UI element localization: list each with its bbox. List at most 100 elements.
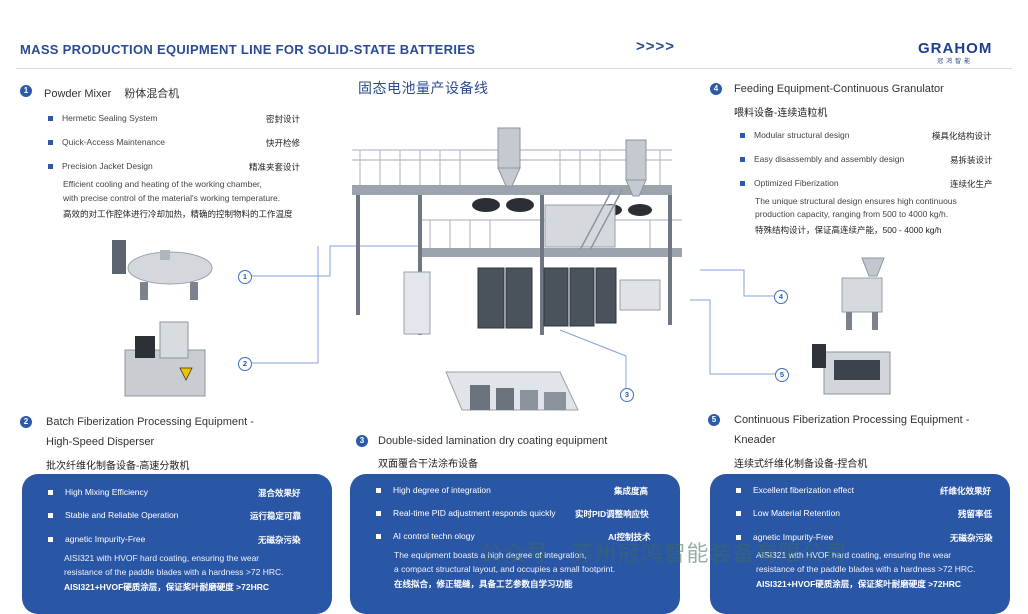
kneader-title-line1: Continuous Fiberization Processing Equip…	[734, 414, 970, 426]
kneader-icon	[812, 344, 891, 395]
feature-zh: 无磁杂污染	[950, 533, 993, 543]
feature-zh: 易拆装设计	[950, 155, 993, 165]
dry-coating-equipment-icon	[445, 371, 579, 411]
granulator-title: Feeding Equipment-Continuous Granulator	[734, 83, 944, 95]
logo-subtext: 冠鸿智能	[937, 59, 974, 65]
bullet-icon	[740, 181, 745, 187]
bullet-icon	[48, 490, 53, 496]
continuous-granulator-icon	[841, 257, 885, 330]
chevron-arrows-icon: >>>>	[636, 38, 676, 55]
disperser-title-line1: Batch Fiberization Processing Equipment …	[46, 416, 254, 428]
production-line-icon	[352, 127, 682, 335]
feature-zh: AI控制技术	[608, 532, 651, 542]
feature-item: Hermetic Sealing System	[48, 113, 157, 123]
brand-logo: GRAHOM 冠鸿智能	[918, 40, 992, 65]
bullet-icon	[48, 537, 53, 543]
feature-zh: 集成度高	[614, 486, 649, 496]
section-number-4: 4	[710, 83, 722, 95]
disperser-features-panel: High Mixing Efficiency 混合效果好 Stable and …	[22, 474, 332, 614]
feature-zh: 混合效果好	[258, 488, 301, 498]
bullet-icon	[736, 511, 741, 517]
coating-title: Double-sided lamination dry coating equi…	[378, 435, 608, 447]
feature-zh: 连续化生产	[950, 179, 993, 189]
bullet-icon	[48, 513, 53, 519]
description: a compact structural layout, and occupie…	[394, 564, 616, 574]
description: Efficient cooling and heating of the wor…	[63, 179, 262, 189]
description: The unique structural design ensures hig…	[755, 196, 957, 206]
bullet-icon	[740, 133, 745, 139]
description: AISI321 with HVOF hard coating, ensuring…	[64, 553, 260, 563]
section-number-5: 5	[708, 414, 720, 426]
center-title: 固态电池量产设备线	[358, 80, 489, 96]
equipment-illustration	[112, 127, 891, 411]
section-number-2: 2	[20, 416, 32, 428]
bullet-icon	[48, 164, 53, 170]
feature-zh: 无磁杂污染	[258, 535, 301, 545]
description-zh: AISI321+HVOF硬质涂层，保证桨叶耐磨硬度 >72HRC	[64, 582, 269, 592]
callout-marker-4[interactable]: 4	[774, 290, 788, 304]
feature-item: agnetic Impurity-Free	[48, 534, 145, 544]
bullet-icon	[48, 140, 53, 146]
description: with precise control of the material's w…	[63, 193, 281, 203]
description-zh: 高效的对工作腔体进行冷却加热，精确的控制物料的工作温度	[63, 209, 293, 219]
description: production capacity, ranging from 500 to…	[755, 209, 949, 219]
watermark-text: 公众号 · 苏州冠鸿智能装备有限公司	[480, 541, 848, 566]
powder-mixer-title: Powder Mixer 粉体混合机	[44, 85, 179, 101]
page-title: MASS PRODUCTION EQUIPMENT LINE FOR SOLID…	[20, 42, 476, 57]
kneader-features-panel: Excellent fiberization effect 纤维化效果好 Low…	[710, 474, 1010, 614]
feature-zh: 残留率低	[958, 509, 993, 519]
description-zh: 特殊结构设计，保证高连续产能，500 - 4000 kg/h	[755, 225, 942, 235]
description: resistance of the paddle blades with a h…	[756, 564, 976, 574]
bullet-icon	[376, 511, 381, 517]
feature-item: High Mixing Efficiency	[48, 487, 148, 497]
feature-zh: 纤维化效果好	[940, 486, 992, 496]
bullet-icon	[740, 157, 745, 163]
kneader-title-line2: Kneader	[734, 434, 776, 446]
connector-lines	[251, 245, 781, 393]
description: resistance of the paddle blades with a h…	[64, 567, 284, 577]
feature-item: Precision Jacket Design	[48, 161, 153, 171]
high-speed-disperser-icon	[124, 321, 206, 397]
bullet-icon	[736, 535, 741, 541]
bullet-icon	[376, 488, 381, 494]
feature-item: agnetic Impurity-Free	[736, 532, 833, 542]
description: The equipment boasts a high degree of in…	[394, 550, 587, 560]
disperser-title-line2: High-Speed Disperser	[46, 436, 155, 448]
feature-item: Excellent fiberization effect	[736, 485, 854, 495]
coating-features-panel: High degree of integration 集成度高 Real-tim…	[350, 474, 680, 614]
feature-item: High degree of integration	[376, 485, 491, 495]
feature-zh: 密封设计	[266, 114, 301, 124]
feature-zh: 模具化结构设计	[932, 131, 992, 141]
bullet-icon	[376, 534, 381, 540]
disperser-title-zh: 批次纤维化制备设备-高速分散机	[46, 461, 190, 472]
feature-zh: 运行稳定可靠	[250, 511, 302, 521]
feature-item: Low Material Retention	[736, 508, 840, 518]
title-en: Powder Mixer	[44, 88, 112, 100]
description: AISI321 with HVOF hard coating, ensuring…	[756, 550, 952, 560]
header-divider	[16, 68, 1012, 69]
feature-zh: 精准夹套设计	[249, 162, 301, 172]
section-number-1: 1	[20, 85, 32, 97]
powder-mixer-icon	[112, 240, 213, 300]
feature-item: Real-time PID adjustment responds quickl…	[376, 508, 556, 518]
callout-marker-5[interactable]: 5	[775, 368, 789, 382]
feature-item: Modular structural design	[740, 130, 849, 140]
section-number-3: 3	[356, 435, 368, 447]
bullet-icon	[48, 116, 53, 122]
feature-zh: 快开检修	[266, 138, 301, 148]
granulator-title-zh: 喂料设备-连续造粒机	[734, 108, 828, 119]
callout-marker-3[interactable]: 3	[620, 388, 634, 402]
feature-item: Stable and Reliable Operation	[48, 510, 178, 520]
feature-item: Easy disassembly and assembly design	[740, 154, 904, 164]
feature-zh: 实时PID调整响应快	[575, 509, 649, 519]
coating-title-zh: 双面覆合干法涂布设备	[378, 459, 478, 470]
bullet-icon	[736, 488, 741, 494]
feature-item: Optimized Fiberization	[740, 178, 839, 188]
feature-item: AI control techn ology	[376, 531, 475, 541]
logo-text: GRAHOM	[918, 40, 993, 57]
kneader-title-zh: 连续式纤维化制备设备-捏合机	[734, 459, 868, 470]
feature-item: Quick-Access Maintenance	[48, 137, 165, 147]
callout-marker-2[interactable]: 2	[238, 357, 252, 371]
description-zh: AISI321+HVOF硬质涂层，保证桨叶耐磨硬度 >72HRC	[756, 579, 961, 589]
callout-marker-1[interactable]: 1	[238, 270, 252, 284]
